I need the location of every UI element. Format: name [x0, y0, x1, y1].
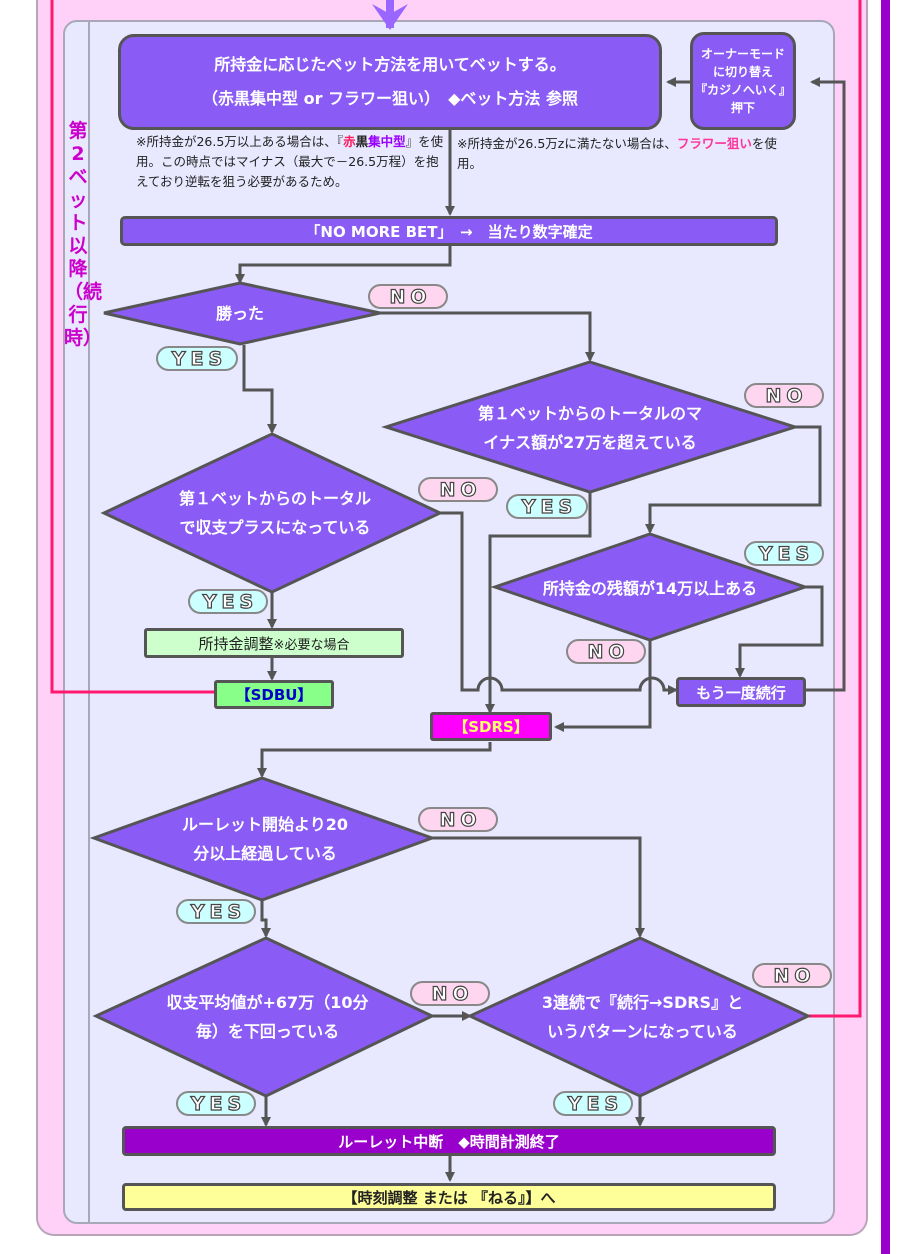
decision-elapsed-shape: [89, 776, 437, 902]
return-line-right: [808, 0, 862, 1018]
yes-label-elapsed: YES: [176, 899, 256, 924]
note-left-red: 赤: [343, 134, 356, 149]
decision-total-minus-shape: [381, 360, 800, 494]
decision-total-minus-line1: 第１ベットからのトータルのマ: [477, 404, 702, 423]
decision-elapsed: ルーレット開始より20 分以上経過している: [130, 808, 400, 870]
bet-line2-b: ◆ベット方法 参照: [448, 89, 578, 108]
owner-line4: 押下: [730, 101, 755, 115]
note-left-b: 』を使用。この時点ではマイナス（最大で－26.5万程）を抱えており逆転を狙う必要…: [136, 134, 444, 189]
no-label-elapsed: NO: [418, 807, 498, 832]
decision-won-text: 勝った: [215, 303, 264, 323]
decision-pattern-line2: いうパターンになっている: [547, 1022, 738, 1041]
panel-divider: [88, 22, 90, 1222]
decision-elapsed-line2: 分以上経過している: [193, 844, 337, 863]
yes-label-avg: YES: [176, 1091, 256, 1116]
decision-won-shape: [103, 281, 381, 346]
note-right-pink: フラワー狙い: [676, 136, 752, 151]
adjust-note: ※必要な場合: [273, 637, 350, 653]
bet-method-box: 所持金に応じたベット方法を用いてベットする。 （赤黒集中型 or フラワー狙い）…: [118, 34, 662, 130]
right-sidebar-bar: [881, 0, 890, 1254]
decision-total-minus: 第１ベットからのトータルのマ イナス額が27万を超えている: [430, 397, 750, 459]
decision-total-minus-line2: イナス額が27万を超えている: [483, 433, 697, 452]
adjust-text: 所持金調整: [198, 634, 274, 653]
decision-elapsed-line1: ルーレット開始より20: [182, 815, 348, 834]
sdrs-box: 【SDRS】: [430, 712, 552, 741]
bet-line2-a: （赤黒集中型 or フラワー狙い）: [202, 89, 433, 108]
yes-label-won: YES: [156, 346, 238, 371]
note-right-a: ※所持金が26.5万zに満たない場合は、: [457, 136, 677, 151]
entry-arrowhead: [372, 4, 408, 30]
stop-bar: ルーレット中断 ◆時間計測終了: [122, 1126, 776, 1156]
owner-line2: に切り替え: [712, 65, 773, 79]
no-more-bet-bar: 「NO MORE BET」 → 当たり数字確定: [120, 216, 778, 246]
no-label-balance: NO: [566, 639, 646, 664]
no-label-total-plus: NO: [418, 477, 498, 502]
decision-total-plus: 第１ベットからのトータル で収支プラスになっている: [140, 482, 410, 544]
no-label-pattern: NO: [752, 963, 832, 988]
note-left-mid: 黒: [355, 134, 369, 149]
return-line-left: [50, 0, 215, 694]
owner-line3: 『カジノへいく』: [695, 83, 791, 97]
bet-line1: 所持金に応じたベット方法を用いてベットする。: [214, 55, 566, 74]
note-right: ※所持金が26.5万zに満たない場合は、フラワー狙いを使用。: [457, 134, 777, 174]
decision-pattern-shape: [466, 936, 812, 1098]
yes-label-pattern: YES: [553, 1091, 633, 1116]
yes-label-total-minus: YES: [506, 494, 588, 519]
owner-line1: オーナーモード: [700, 47, 785, 61]
decision-total-plus-line2: で収支プラスになっている: [179, 518, 371, 537]
note-left-vio: 集中型: [368, 134, 406, 149]
decision-total-plus-line1: 第１ベットからのトータル: [178, 489, 371, 508]
decision-avg: 収支平均値が+67万（10分 毎）を下回っている: [130, 986, 405, 1048]
decision-avg-line1: 収支平均値が+67万（10分: [166, 993, 369, 1012]
note-left: ※所持金が26.5万以上ある場合は、『赤黒集中型』を使用。この時点ではマイナス（…: [136, 132, 444, 192]
note-right-b: を使用。: [457, 136, 777, 171]
final-bar: 【時刻調整 または 『ねる』】へ: [122, 1183, 776, 1211]
yes-label-balance: YES: [744, 541, 824, 566]
decision-avg-shape: [92, 936, 436, 1098]
decision-total-plus-shape: [100, 432, 444, 594]
yes-label-total-plus: YES: [188, 589, 268, 614]
sdbu-box: 【SDBU】: [214, 680, 334, 709]
continue-box: もう一度続行: [676, 677, 806, 707]
decision-balance: 所持金の残額が14万以上ある: [500, 572, 800, 604]
decision-avg-line2: 毎）を下回っている: [195, 1022, 340, 1041]
no-label-total-minus: NO: [744, 383, 824, 408]
decision-pattern: 3連続で『続行→SDRS』と いうパターンになっている: [500, 986, 785, 1048]
note-left-a: ※所持金が26.5万以上ある場合は、『: [136, 134, 344, 149]
no-label-avg: NO: [410, 981, 490, 1006]
owner-mode-box: オーナーモード に切り替え 『カジノへいく』 押下: [690, 32, 796, 130]
decision-balance-shape: [490, 532, 810, 642]
section-label: 第2ベット以降（続行時）: [64, 120, 103, 349]
decision-won: 勝った: [150, 296, 330, 330]
no-label-won: NO: [368, 284, 448, 309]
decision-balance-text: 所持金の残額が14万以上ある: [542, 578, 758, 598]
decision-pattern-line1: 3連続で『続行→SDRS』と: [541, 993, 744, 1012]
adjust-box: 所持金調整 ※必要な場合: [144, 628, 404, 658]
